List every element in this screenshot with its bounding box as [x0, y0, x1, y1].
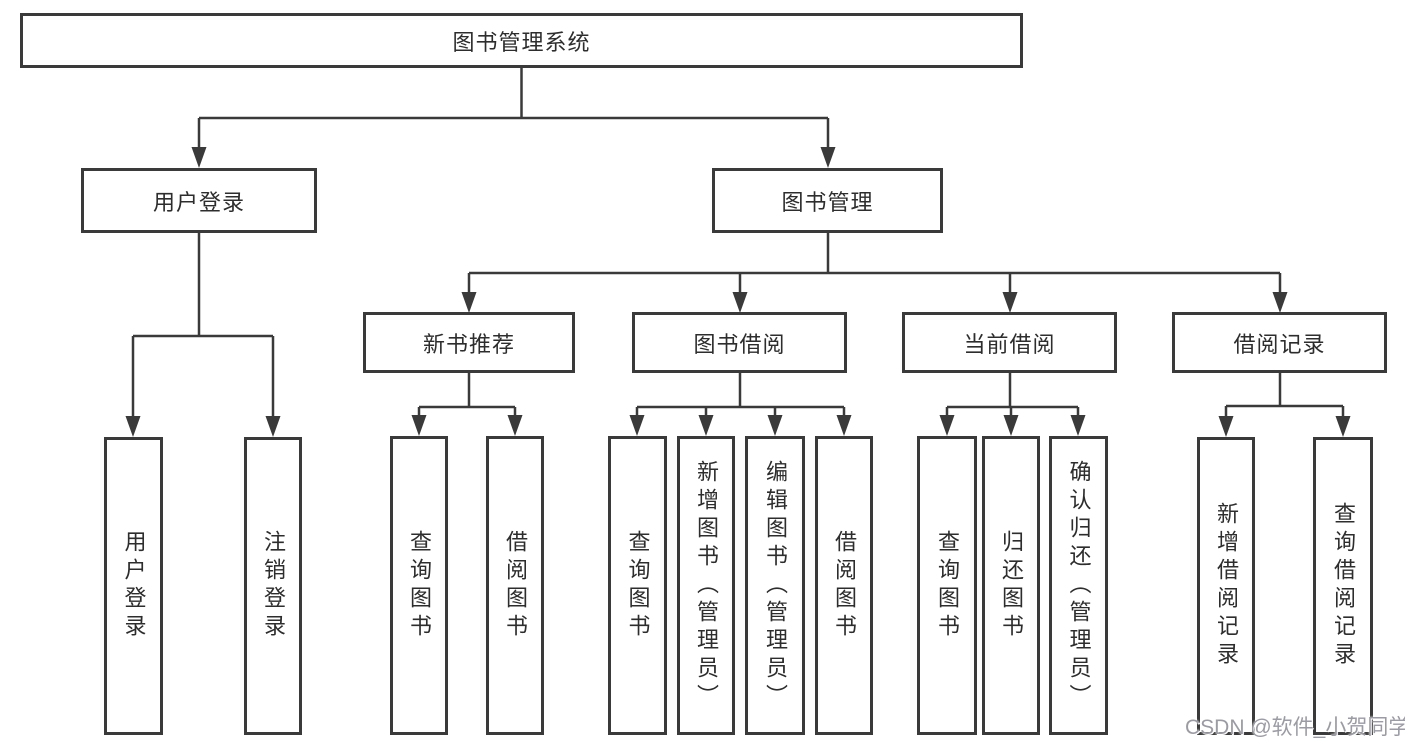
leaf-query-books-3: 查询图书	[917, 436, 977, 735]
leaf-borrow-books-2-label: 借阅图书	[832, 529, 857, 642]
connector-bookborrow-leaves	[635, 373, 846, 418]
leaf-confirm-return-admin: 确认归还（管理员）	[1049, 436, 1108, 735]
leaf-borrow-books-1-label: 借阅图书	[503, 529, 528, 642]
arrowheads-borrowrecord-leaves	[1218, 416, 1351, 437]
connector-newbook-leaves	[417, 373, 517, 418]
leaf-user-login-label: 用户登录	[121, 530, 147, 642]
leaf-add-borrow-record-label: 新增借阅记录	[1214, 502, 1239, 670]
connector-currentborrow-leaves	[945, 373, 1080, 418]
leaf-query-books-3-label: 查询图书	[935, 529, 960, 642]
node-root: 图书管理系统	[20, 13, 1023, 68]
leaf-confirm-return-admin-label: 确认归还（管理员）	[1066, 459, 1092, 712]
arrowheads-currentborrow-leaves	[939, 415, 1086, 436]
leaf-logout: 注销登录	[244, 437, 302, 735]
leaf-add-books-admin: 新增图书（管理员）	[677, 436, 735, 735]
leaf-logout-label: 注销登录	[261, 530, 286, 642]
leaf-borrow-books-2: 借阅图书	[815, 436, 873, 735]
leaf-user-login: 用户登录	[104, 437, 163, 735]
node-borrowing-records: 借阅记录	[1172, 312, 1387, 373]
leaf-return-books-label: 归还图书	[999, 529, 1024, 642]
leaf-edit-books-admin-label: 编辑图书（管理员）	[763, 459, 788, 712]
leaf-edit-books-admin: 编辑图书（管理员）	[745, 436, 805, 735]
arrowheads-level2	[191, 147, 836, 168]
leaf-query-books-2: 查询图书	[608, 436, 667, 735]
connector-userlogin-leaves	[131, 233, 275, 419]
arrowheads-level3	[461, 292, 1288, 313]
node-book-management: 图书管理	[712, 168, 943, 233]
connector-root-to-level2	[197, 68, 830, 150]
leaf-query-borrow-record-label: 查询借阅记录	[1331, 502, 1356, 670]
leaf-borrow-books-1: 借阅图书	[486, 436, 544, 735]
node-book-borrowing: 图书借阅	[632, 312, 847, 373]
leaf-return-books: 归还图书	[982, 436, 1040, 735]
connector-bookmgmt-to-level3	[467, 233, 1282, 295]
arrowheads-newbook-leaves	[411, 415, 523, 436]
arrowheads-bookborrow-leaves	[629, 415, 852, 436]
leaf-query-books-1-label: 查询图书	[407, 529, 432, 642]
leaf-query-books-2-label: 查询图书	[625, 529, 651, 642]
node-user-login: 用户登录	[81, 168, 317, 233]
leaf-add-borrow-record: 新增借阅记录	[1197, 437, 1255, 735]
leaf-query-books-1: 查询图书	[390, 436, 448, 735]
leaf-query-borrow-record: 查询借阅记录	[1313, 437, 1373, 735]
leaf-add-books-admin-label: 新增图书（管理员）	[694, 459, 719, 712]
node-new-book-recommend: 新书推荐	[363, 312, 575, 373]
node-current-borrowing: 当前借阅	[902, 312, 1117, 373]
connector-borrowrecord-leaves	[1224, 373, 1345, 418]
arrowheads-userlogin-leaves	[125, 416, 281, 437]
csdn-watermark: CSDN @软件_小贺同学	[1185, 716, 1405, 739]
